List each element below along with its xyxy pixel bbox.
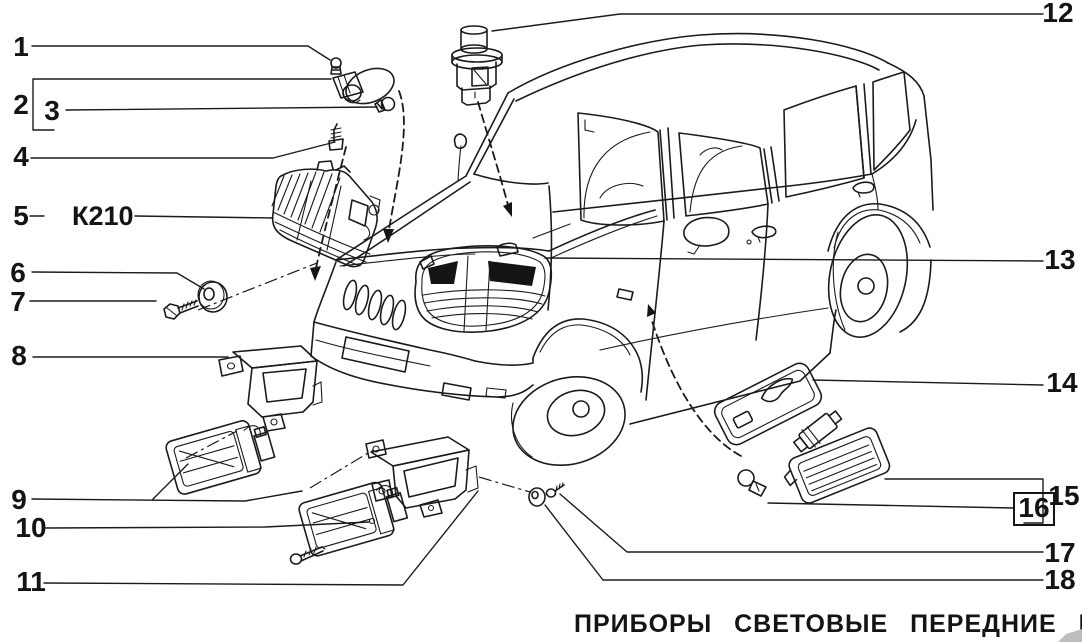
callout-9: 9 [11,484,27,515]
bulb-part-16 [737,469,767,497]
callout-2: 2 [13,89,29,120]
assembly-axes [185,262,531,493]
front-bumper [310,321,534,401]
callout-18: 18 [1044,564,1075,595]
callout-7: 7 [10,286,26,317]
screw-part-foglamp [289,546,326,565]
callout-13: 13 [1044,244,1075,275]
washer-part-18 [528,487,546,507]
scan-edge-artifact [1058,629,1082,642]
fog-lamp-part-10 [298,481,409,557]
callout-4: 4 [13,141,29,172]
callout-16-box [1013,492,1055,526]
diagram-caption: ПРИБОРЫ СВЕТОВЫЕ ПЕРЕДНИЕ К200 [574,610,1082,638]
screw-part-17 [545,482,565,498]
callout-17: 17 [1044,537,1075,568]
bulb-socket-part [451,25,503,106]
callouts: 1 2 3 4 5 6 7 8 9 10 11 12 13 14 15 16 1… [10,0,1079,597]
bracket-part-8 [218,345,323,432]
leader-lines [29,13,1044,586]
callout-16: 16 [1018,492,1049,523]
bracket-part-11 [365,436,479,518]
callout-12: 12 [1042,0,1073,28]
turn-signal-lamp-parts [328,57,396,151]
bolt-part-7 [163,299,199,320]
callout-8: 8 [11,340,27,371]
mounted-headlamp [414,242,553,333]
washer-part-6 [197,280,228,313]
callout-11: 11 [16,566,46,597]
callout-5: 5 [13,200,29,231]
repeater-lamp-part-15 [783,410,891,504]
grille [342,279,407,331]
callout-14: 14 [1046,367,1078,398]
mounting-arrows [310,90,742,457]
fog-lamp-part-9 [165,420,276,495]
callout-3: 3 [44,95,60,126]
repeater-hole [616,288,634,301]
headlamp-code-label: К210 [72,201,134,231]
callout-10: 10 [15,512,46,543]
callout-6: 6 [10,257,26,288]
door-mirror [683,216,730,255]
callout-1: 1 [13,31,29,62]
headlamp-k210 [271,160,381,268]
car-illustration [310,32,934,467]
